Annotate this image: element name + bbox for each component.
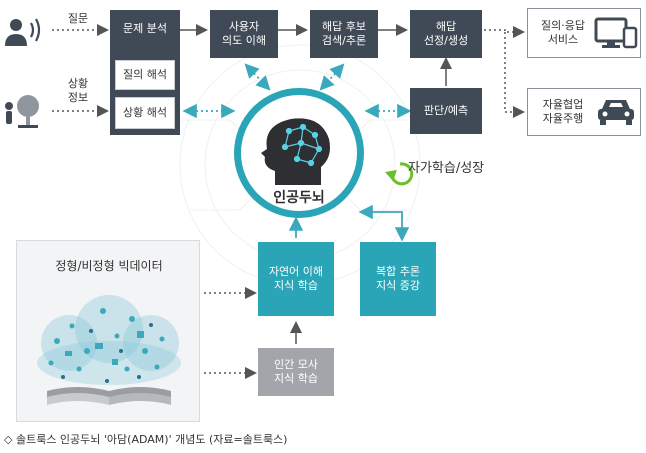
qa-service-box: 질의·응답 서비스 — [527, 8, 641, 58]
answer-candidate-box: 해답 후보 검색/추론 — [310, 10, 378, 58]
autonomous-line1: 자율협업 — [542, 98, 584, 111]
arrow-reasoning-brain — [358, 204, 410, 242]
autonomous-line2: 자율주행 — [542, 112, 584, 125]
human-imitation-box: 인간 모사 지식 학습 — [258, 348, 334, 396]
situation-label-line2: 정보 — [67, 91, 89, 104]
speaking-user-icon — [2, 14, 46, 50]
arrow-answer-to-autonomous — [504, 32, 525, 118]
monitor-tablet-icon — [594, 17, 638, 49]
situation-interpretation-label: 상황 해석 — [123, 106, 167, 119]
self-learning-label: 자가학습/성장 — [408, 161, 485, 176]
question-label: 질문 — [67, 12, 89, 25]
answer-selection-line2: 선정/생성 — [423, 34, 469, 47]
problem-analysis-label: 문제 분석 — [123, 22, 167, 35]
complex-reasoning-line2: 지식 증강 — [376, 279, 420, 292]
query-interpretation-label: 질의 해석 — [123, 68, 167, 81]
complex-reasoning-box: 복합 추론 지식 증강 — [360, 242, 436, 316]
situation-interpretation-box: 상황 해석 — [115, 97, 175, 129]
data-cloud-book-icon — [37, 295, 181, 405]
self-learning-cycle-icon — [385, 162, 414, 186]
bigdata-panel: 정형/비정형 빅데이터 — [16, 240, 200, 422]
nlu-knowledge-line2: 지식 학습 — [274, 279, 318, 292]
situation-user-icon — [2, 94, 46, 134]
human-imitation-line2: 지식 학습 — [274, 372, 318, 385]
user-intent-box: 사용자 의도 이해 — [210, 10, 278, 58]
answer-candidate-line2: 검색/추론 — [321, 34, 367, 47]
bigdata-title: 정형/비정형 빅데이터 — [55, 259, 163, 273]
human-imitation-line1: 인간 모사 — [274, 358, 318, 371]
nlu-knowledge-line1: 자연어 이해 — [268, 265, 324, 278]
figure-caption: ◇ 솔트룩스 인공두뇌 '아담(ADAM)' 개념도 (자료=솔트룩스) — [4, 433, 288, 446]
user-intent-line1: 사용자 — [228, 20, 260, 33]
brain-label: 인공두뇌 — [273, 190, 325, 206]
nlu-knowledge-box: 자연어 이해 지식 학습 — [258, 242, 334, 316]
autonomous-box: 자율협업 자율주행 — [527, 88, 641, 136]
arrow-brain-intent — [244, 63, 271, 91]
complex-reasoning-line1: 복합 추론 — [376, 265, 420, 278]
judgment-prediction-box: 판단/예측 — [410, 88, 482, 134]
query-interpretation-box: 질의 해석 — [115, 60, 175, 90]
artificial-brain-circle: 인공두뇌 — [234, 88, 364, 218]
brain-head-icon — [261, 118, 330, 185]
qa-service-line2: 서비스 — [547, 33, 579, 46]
answer-selection-line1: 해답 — [435, 20, 457, 33]
judgment-prediction-label: 판단/예측 — [423, 104, 469, 117]
car-icon — [598, 100, 634, 125]
user-intent-line2: 의도 이해 — [222, 34, 266, 47]
answer-candidate-line1: 해답 후보 — [322, 20, 366, 33]
qa-service-line1: 질의·응답 — [541, 19, 585, 32]
arrow-brain-candidate — [319, 63, 345, 91]
answer-selection-box: 해답 선정/생성 — [410, 10, 482, 58]
situation-label-line1: 상황 — [67, 77, 89, 90]
arrow-answer-to-qa-service — [484, 26, 525, 38]
